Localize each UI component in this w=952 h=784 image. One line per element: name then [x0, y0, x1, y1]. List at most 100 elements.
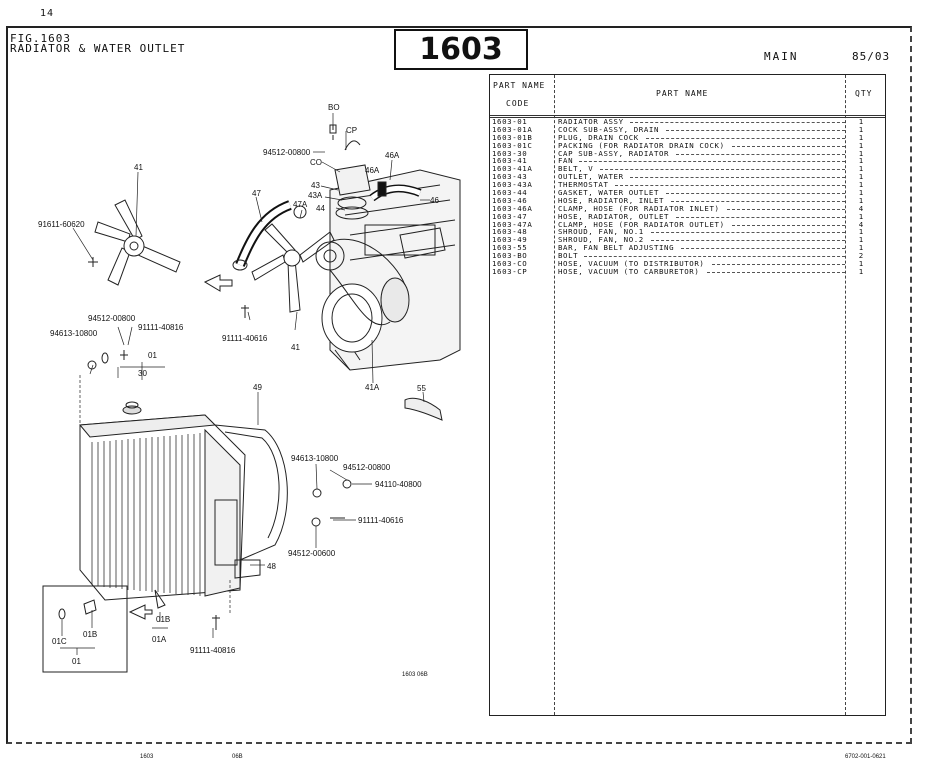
part-qty: 1 [858, 266, 864, 276]
part-code: 1603-47A [492, 219, 533, 229]
footer-left: 1603 [140, 754, 154, 760]
part-code: 1603-CP [492, 266, 528, 276]
part-code: 1603-01C [492, 140, 533, 150]
part-code: 1603-43A [492, 180, 533, 190]
footer-middle: 06B [232, 754, 243, 760]
part-code: 1603-BO [492, 251, 528, 261]
table-rows: 1603-01 RADIATOR ASSY 1 1603-01A COCK SUB-AS… [490, 118, 885, 276]
callout-94110-40800: 94110-40800 [375, 480, 422, 489]
part-qty: 1 [858, 211, 864, 221]
water-outlet [329, 124, 371, 220]
part-qty: 1 [858, 117, 864, 126]
part-qty: 1 [858, 235, 864, 245]
leader-dashes [666, 193, 845, 195]
part-code: 1603-01A [492, 124, 533, 134]
part-name: BAR, FAN BELT ADJUSTING [558, 243, 675, 253]
callout-94512-00800-top: 94512-00800 [263, 148, 311, 157]
part-name: HOSE, VACUUM (TO DISTRIBUTOR) [558, 259, 705, 269]
header-separator [490, 115, 885, 116]
part-name: PLUG, DRAIN COCK [558, 132, 639, 142]
part-qty: 1 [858, 180, 864, 190]
part-qty: 1 [858, 124, 864, 134]
part-name: RADIATOR ASSY [558, 117, 624, 126]
callout-43: 43 [311, 181, 320, 190]
part-code: 1603-43 [492, 172, 528, 182]
leader-dashes [666, 129, 845, 131]
leader-dashes [681, 248, 845, 250]
table-row: 1603-46A CLAMP, HOSE (FOR RADIATOR INLET)… [490, 203, 885, 213]
part-name: BOLT [558, 251, 579, 261]
callout-91111-40816-top: 91111-40816 [138, 323, 184, 332]
leader-dashes [615, 185, 845, 187]
callout-01b: 01B [156, 615, 170, 624]
leader-dashes [645, 137, 845, 139]
callout-47a: 47A [293, 200, 308, 209]
column-divider-code [554, 75, 555, 715]
callout-41-top: 41 [134, 163, 143, 172]
header-separator-2 [490, 117, 885, 118]
part-code: 1603-30 [492, 148, 528, 158]
callout-94613-10800-right: 94613-10800 [291, 454, 339, 463]
part-qty: 1 [858, 227, 864, 237]
callout-94512-00800-mid: 94512-00800 [88, 314, 136, 323]
header-code: CODE [506, 99, 530, 108]
leader-dashes [599, 169, 845, 171]
part-name: OUTLET, WATER [558, 172, 624, 182]
callout-49: 49 [253, 383, 262, 392]
callout-46a: 46A [365, 166, 380, 175]
part-code: 1603-47 [492, 211, 528, 221]
callout-91611-60620: 91611-60620 [38, 220, 85, 229]
callout-01b-inset: 01B [83, 630, 97, 639]
callout-cp: CP [346, 126, 357, 135]
callout-co: CO [310, 158, 322, 167]
part-code: 1603-01 [492, 117, 528, 126]
callout-01c-inset: 01C [52, 637, 67, 646]
callout-46: 46 [430, 196, 439, 205]
model-name: MAIN [764, 50, 799, 63]
leader-dashes [584, 256, 845, 258]
figure-number-box: 1603 [394, 29, 528, 70]
part-qty: 1 [858, 259, 864, 269]
leader-dashes [671, 200, 845, 202]
table-row: 1603-43A THERMOSTAT 1 [490, 181, 885, 189]
part-name: THERMOSTAT [558, 180, 609, 190]
header-part-name-top: PART NAME [493, 81, 546, 90]
callout-94613-10800-left: 94613-10800 [50, 329, 98, 338]
part-name: CLAMP, HOSE (FOR RADIATOR INLET) [558, 203, 720, 213]
callout-41-bottom: 41 [291, 343, 300, 352]
sheet-frame [6, 26, 912, 744]
leader-dashes [732, 224, 845, 226]
exploded-parts-drawing: BO CP 94512-00800 CO 46A 46A 43 43A 47A … [38, 103, 461, 673]
header-qty: QTY [855, 89, 873, 98]
part-name: HOSE, VACUUM (TO CARBURETOR) [558, 266, 700, 276]
part-qty: 1 [858, 132, 864, 142]
leader-dashes [630, 177, 845, 179]
adjusting-bar [404, 397, 443, 421]
part-code: 1603-55 [492, 243, 528, 253]
callout-48: 48 [267, 562, 276, 571]
callout-94512-00800-right: 94512-00800 [343, 463, 391, 472]
leader-dashes [727, 208, 845, 210]
header-part-name: PART NAME [656, 89, 709, 98]
table-row: 1603-CO HOSE, VACUUM (TO DISTRIBUTOR) 1 [490, 260, 885, 268]
part-code: 1603-CO [492, 259, 528, 269]
part-qty: 1 [858, 243, 864, 253]
belt-pulley [315, 238, 410, 353]
model-date: 85/03 [852, 50, 891, 63]
callout-01: 01 [148, 351, 157, 360]
callout-bo: BO [328, 103, 340, 112]
figure-title: RADIATOR & WATER OUTLET [10, 42, 186, 55]
callout-46a-top: 46A [385, 151, 400, 160]
leader-dashes [706, 271, 845, 273]
drawing-code: 1603 06B [402, 672, 428, 678]
leader-dashes [579, 161, 845, 163]
part-code: 1603-46A [492, 203, 533, 213]
part-name: COCK SUB-ASSY, DRAIN [558, 124, 659, 134]
direction-arrow [203, 274, 233, 292]
table-row: 1603-CP HOSE, VACUUM (TO CARBURETOR) 1 [490, 268, 885, 276]
